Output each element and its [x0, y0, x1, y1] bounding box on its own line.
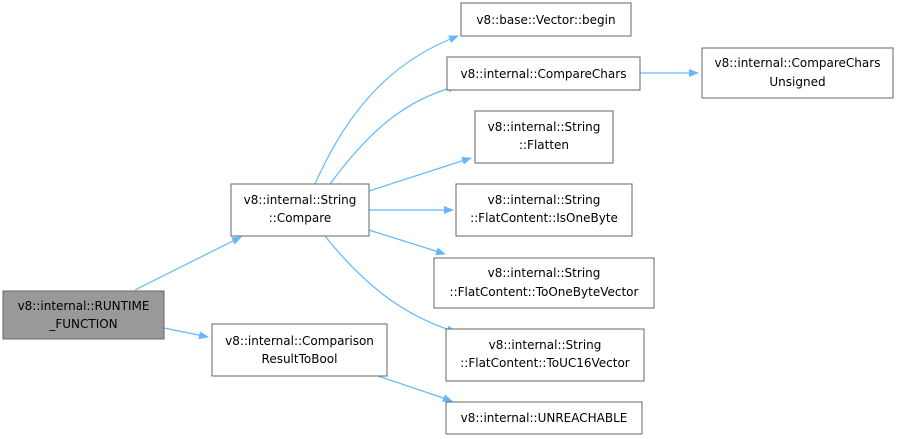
node-runtime-function[interactable]: v8::internal::RUNTIME _FUNCTION	[2, 290, 165, 340]
edge-compare-to-flatten	[368, 156, 472, 192]
edge-compare-to-to-one-byte-vector	[368, 229, 446, 256]
node-box	[446, 56, 641, 91]
node-label-line1: v8::internal::UNREACHABLE	[461, 411, 628, 425]
node-label-line1: v8::internal::Comparison	[225, 334, 374, 348]
node-box	[433, 257, 655, 309]
node-label-line2: ::FlatContent::IsOneByte	[470, 211, 618, 225]
edge-runtime-to-compare	[134, 236, 242, 291]
edge-compare-to-compare-chars	[329, 84, 458, 185]
node-box	[455, 183, 633, 237]
node-box	[2, 290, 165, 340]
node-box	[701, 47, 894, 99]
node-string-compare[interactable]: v8::internal::String ::Compare	[230, 183, 370, 237]
node-flat-content-is-one-byte[interactable]: v8::internal::String ::FlatContent::IsOn…	[455, 183, 633, 237]
edge-path	[314, 35, 459, 185]
node-label-line1: v8::internal::String	[244, 193, 357, 207]
node-unreachable[interactable]: v8::internal::UNREACHABLE	[445, 401, 643, 435]
edge-compare-to-to-uc16-vector	[324, 235, 457, 334]
edge-path	[377, 375, 453, 402]
node-label-line2: Unsigned	[769, 75, 825, 89]
node-box	[445, 328, 645, 382]
node-compare-chars[interactable]: v8::internal::CompareChars	[446, 56, 641, 91]
node-label-line2: ::Flatten	[519, 138, 569, 152]
node-label-line1: v8::internal::String	[488, 120, 601, 134]
node-label-line1: v8::internal::String	[488, 193, 601, 207]
node-label-line2: ::Compare	[269, 211, 332, 225]
node-label-line1: v8::internal::RUNTIME	[18, 299, 150, 313]
node-label-line2: ::FlatContent::ToUC16Vector	[460, 356, 630, 370]
node-box	[460, 2, 632, 37]
edge-path	[368, 229, 446, 256]
node-compare-chars-unsigned[interactable]: v8::internal::CompareChars Unsigned	[701, 47, 894, 99]
node-label-line2: ResultToBool	[262, 352, 338, 366]
node-vector-begin[interactable]: v8::base::Vector::begin	[460, 2, 632, 37]
edge-comparison-result-to-unreachable	[377, 375, 453, 402]
node-label-line1: v8::internal::String	[489, 338, 602, 352]
node-flat-content-to-one-byte-vector[interactable]: v8::internal::String ::FlatContent::ToOn…	[433, 257, 655, 309]
node-box	[474, 110, 614, 164]
node-label-line2: ::FlatContent::ToOneByteVector	[450, 285, 639, 299]
node-label-line1: v8::internal::String	[488, 266, 601, 280]
edge-runtime-to-comparison-result	[163, 327, 209, 340]
node-label-line1: v8::internal::CompareChars	[715, 56, 881, 70]
edge-path	[324, 235, 457, 334]
node-box	[230, 183, 370, 237]
edge-path	[163, 327, 209, 340]
node-string-flatten[interactable]: v8::internal::String ::Flatten	[474, 110, 614, 164]
edge-compare-to-vector-begin	[314, 35, 459, 185]
edge-path	[329, 84, 458, 185]
node-label-line1: v8::base::Vector::begin	[476, 13, 615, 27]
node-box	[445, 401, 643, 435]
node-comparison-result-to-bool[interactable]: v8::internal::Comparison ResultToBool	[211, 323, 388, 377]
node-label-line1: v8::internal::CompareChars	[461, 67, 627, 81]
node-flat-content-to-uc16-vector[interactable]: v8::internal::String ::FlatContent::ToUC…	[445, 328, 645, 382]
edge-path	[134, 236, 242, 291]
edge-path	[368, 156, 472, 192]
node-box	[211, 323, 388, 377]
node-label-line2: _FUNCTION	[48, 317, 117, 331]
